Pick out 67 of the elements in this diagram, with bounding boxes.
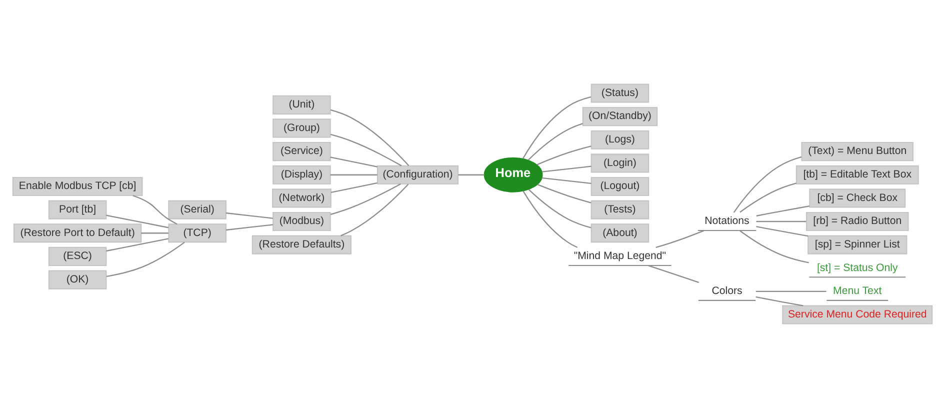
node-box: (Unit) — [272, 94, 331, 114]
connector — [226, 224, 274, 230]
connector — [522, 96, 592, 158]
node-box: (Serial) — [168, 200, 226, 219]
node-box: (Display) — [272, 164, 331, 184]
connector — [740, 230, 809, 263]
node-text: [st] = Status Only — [816, 261, 898, 274]
node-box: (Restore Defaults) — [252, 234, 352, 254]
connector — [542, 165, 592, 172]
connector — [656, 230, 704, 248]
connector — [226, 212, 274, 218]
connector — [756, 296, 804, 306]
node-box: (Service) — [272, 142, 331, 161]
node-box: Port [tb] — [48, 200, 107, 219]
node-ellipse: Home — [484, 156, 543, 192]
connector — [522, 190, 578, 248]
connector — [330, 133, 402, 166]
connector — [733, 156, 802, 212]
connector — [330, 108, 410, 166]
node-text: "Mind Map Legend" — [574, 250, 666, 262]
node-box: (Configuration) — [376, 164, 459, 184]
node-box: (Text) = Menu Button — [801, 142, 914, 161]
node-box: (Status) — [590, 83, 650, 102]
connector — [536, 145, 592, 165]
node-box: (ESC) — [48, 246, 107, 266]
node-box: (Group) — [272, 118, 331, 138]
connector — [106, 241, 185, 277]
node-box: (Modbus) — [272, 211, 331, 231]
connector — [528, 122, 583, 160]
connector — [330, 182, 378, 192]
node-box: (Logs) — [590, 130, 650, 149]
connector — [330, 156, 378, 167]
connector — [648, 264, 699, 282]
node-box: (TCP) — [168, 223, 226, 242]
connector — [330, 182, 401, 215]
node-box: Enable Modbus TCP [cb] — [12, 176, 143, 196]
node-box: [tb] = Editable Text Box — [796, 164, 919, 184]
node-box: [sp] = Spinner List — [808, 234, 908, 254]
node-box: (Logout) — [590, 176, 650, 196]
connector — [106, 214, 169, 228]
connector — [756, 220, 806, 222]
connector — [542, 176, 592, 184]
connector — [528, 188, 592, 228]
node-box: (About) — [590, 223, 650, 242]
node-box: (Network) — [272, 188, 332, 208]
node-box: (Tests) — [590, 200, 650, 219]
connector — [141, 232, 168, 234]
connector — [756, 205, 810, 216]
connector — [756, 226, 808, 236]
node-box: (Login) — [590, 153, 650, 172]
connector — [132, 194, 178, 224]
node-box: (OK) — [48, 270, 107, 289]
node-box: Service Menu Code Required — [782, 304, 933, 324]
connector — [340, 183, 409, 236]
node-box: [cb] = Check Box — [809, 188, 906, 208]
node-box: (Restore Port to Default) — [13, 223, 142, 242]
connector — [330, 174, 378, 175]
connector — [458, 174, 484, 175]
node-box: (On/Standby) — [582, 106, 658, 126]
connector — [106, 238, 169, 252]
connector — [537, 183, 592, 203]
node-box: [rb] = Radio Button — [806, 211, 909, 231]
connector — [756, 290, 826, 292]
node-text: Menu Text — [833, 284, 882, 297]
connector — [740, 182, 796, 212]
node-text: Notations — [704, 214, 750, 227]
node-text: Colors — [712, 284, 742, 297]
